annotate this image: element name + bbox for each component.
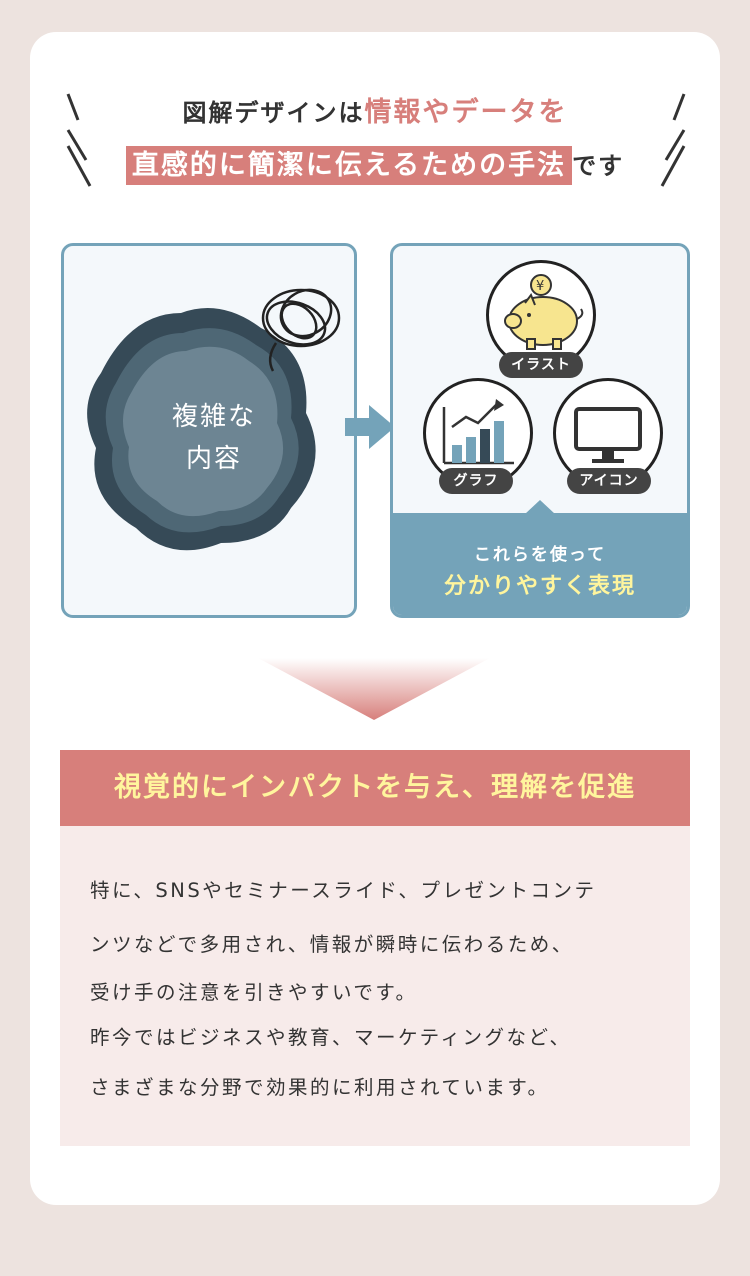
monitor-icon [574, 407, 642, 463]
description-line: 受け手の注意を引きやすいです。 [90, 981, 418, 1004]
bar-chart-icon [442, 399, 514, 465]
piggy-bank-icon: ¥ [504, 274, 584, 350]
complex-label-line-2: 内容 [185, 444, 242, 474]
emphasis-lines-right-icon [660, 93, 686, 187]
yen-symbol: ¥ [536, 279, 544, 294]
description-line: ンツなどで多用され、情報が瞬時に伝わるため、 [90, 933, 574, 956]
heading: 図解デザインは情報やデータを 直感的に簡潔に伝えるための手法です [0, 0, 750, 200]
illustration-label: イラスト [499, 352, 583, 378]
complex-label: 複雑な 内容 [159, 396, 269, 480]
graph-label: グラフ [439, 468, 513, 494]
illustration-bubble: ¥ [486, 260, 596, 370]
right-arrow-icon [345, 405, 395, 449]
complex-label-line-1: 複雑な [171, 402, 256, 432]
emphasis-lines-left-icon [66, 93, 92, 187]
result-banner: 視覚的にインパクトを与え、理解を促進 [60, 750, 690, 826]
heading-line-1: 図解デザインは情報やデータを [0, 90, 750, 129]
complex-blob-icon [87, 288, 341, 551]
complex-content-box: 複雑な 内容 [61, 243, 357, 618]
heading-accent: 情報やデータを [364, 97, 568, 128]
caption-line-1: これらを使って [473, 545, 607, 565]
description-line: 昨今ではビジネスや教育、マーケティングなど、 [90, 1026, 572, 1049]
heading-prefix: 図解デザインは [182, 99, 365, 127]
visual-tools-box: ¥ イラスト グラフ アイコン [390, 243, 690, 618]
description-line: 特に、SNSやセミナースライド、プレゼントコンテ [90, 879, 597, 902]
caption-line-2: 分かりやすく表現 [443, 574, 636, 599]
heading-suffix: です [572, 152, 625, 180]
caption-panel [393, 500, 687, 615]
heading-highlight: 直感的に簡潔に伝えるための手法 [125, 146, 573, 185]
description-line: さまざまな分野で効果的に利用されています。 [90, 1076, 550, 1099]
description-box: 特に、SNSやセミナースライド、プレゼントコンテ ンツなどで多用され、情報が瞬時… [60, 826, 690, 1146]
heading-line-2: 直感的に簡潔に伝えるための手法です [0, 143, 750, 185]
caption-pointer-icon [525, 500, 555, 514]
down-arrow-icon [258, 658, 490, 720]
icon-label: アイコン [567, 468, 651, 494]
